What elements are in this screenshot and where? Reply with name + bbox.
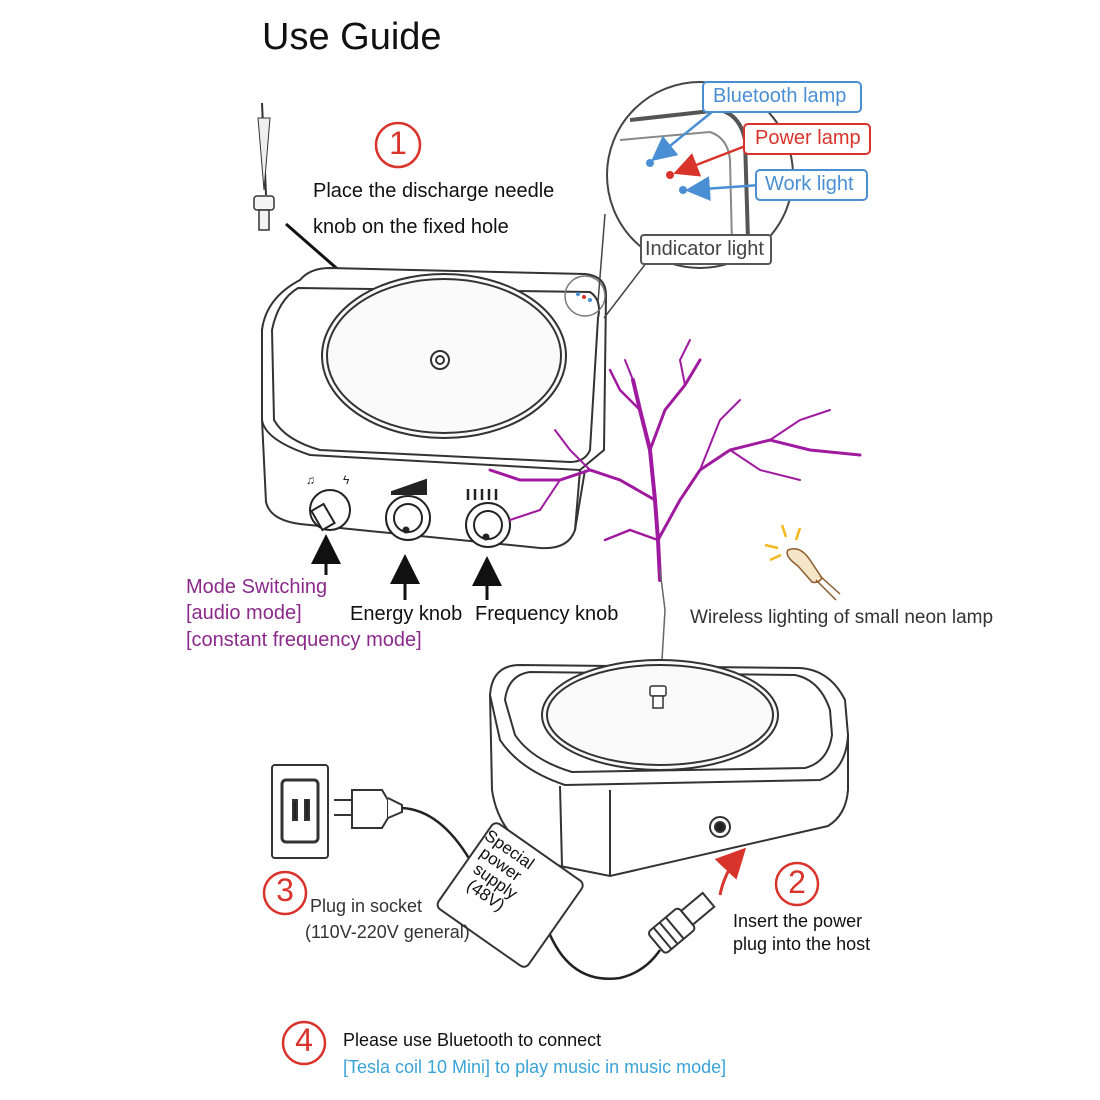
frequency-knob-icon bbox=[465, 489, 511, 548]
step-4-circle bbox=[281, 1020, 327, 1066]
host-plug-icon bbox=[648, 891, 716, 954]
mode-switching-label: Mode Switching bbox=[186, 576, 328, 598]
step-2-number: 2 bbox=[788, 864, 806, 900]
host-cable bbox=[546, 929, 662, 981]
tesla-coil-device-top bbox=[261, 266, 608, 550]
step-2-circle bbox=[774, 861, 820, 907]
indicator-light-box bbox=[640, 234, 772, 265]
power-supply-icon bbox=[436, 822, 584, 968]
step-4-number: 4 bbox=[295, 1022, 313, 1058]
step-3-circle bbox=[262, 870, 308, 916]
indicator-lamps bbox=[646, 159, 687, 194]
wall-socket-icon bbox=[271, 764, 329, 859]
work-light-box bbox=[755, 169, 868, 201]
constant-frequency-label: [constant frequency mode] bbox=[186, 629, 422, 651]
power-pointer bbox=[673, 143, 749, 177]
step-3-line1: Plug in socket bbox=[310, 896, 423, 916]
indicator-dots bbox=[576, 292, 592, 302]
step-4-line2: [Tesla coil 10 Mini] to play music in mu… bbox=[343, 1057, 727, 1077]
svg-text:ϟ: ϟ bbox=[343, 473, 350, 487]
indicator-light-label: Indicator light bbox=[645, 238, 764, 260]
socket-cable bbox=[401, 806, 472, 861]
step-3-line2: (110V-220V general) bbox=[305, 922, 470, 942]
neon-lamp-icon bbox=[764, 524, 841, 601]
mode-knob-icon: ♫ ϟ bbox=[306, 473, 351, 532]
power-lamp-box bbox=[743, 123, 871, 155]
work-pointer bbox=[685, 176, 761, 202]
bluetooth-pointer bbox=[651, 111, 713, 162]
power-lamp-label: Power lamp bbox=[755, 127, 861, 149]
step-4-line1: Please use Bluetooth to connect bbox=[343, 1030, 602, 1050]
step-2-line2: plug into the host bbox=[733, 934, 871, 954]
step-1-line2: knob on the fixed hole bbox=[313, 216, 509, 238]
step-3-number: 3 bbox=[276, 872, 294, 908]
neon-lamp-label: Wireless lighting of small neon lamp bbox=[690, 607, 994, 628]
energy-knob-icon bbox=[385, 478, 431, 541]
step-2-line1: Insert the power bbox=[733, 911, 863, 931]
insert-arrow bbox=[714, 847, 747, 896]
audio-mode-label: [audio mode] bbox=[186, 602, 302, 624]
frequency-knob-label: Frequency knob bbox=[475, 603, 619, 625]
svg-text:♫: ♫ bbox=[306, 473, 315, 487]
work-light-label: Work light bbox=[765, 173, 854, 195]
discharge-needle-icon bbox=[253, 102, 275, 231]
tesla-coil-device-bottom bbox=[488, 659, 850, 878]
bottom-needle-icon bbox=[649, 685, 667, 709]
bluetooth-lamp-box bbox=[702, 81, 862, 113]
lightning-arc-icon bbox=[488, 339, 862, 661]
step-1-line1: Place the discharge needle bbox=[313, 180, 555, 202]
step-1-circle bbox=[374, 121, 422, 169]
page-title: Use Guide bbox=[262, 16, 442, 58]
bluetooth-lamp-label: Bluetooth lamp bbox=[713, 85, 847, 107]
energy-knob-label: Energy knob bbox=[350, 603, 463, 625]
plug-icon bbox=[334, 789, 403, 829]
step-1-number: 1 bbox=[389, 125, 407, 161]
